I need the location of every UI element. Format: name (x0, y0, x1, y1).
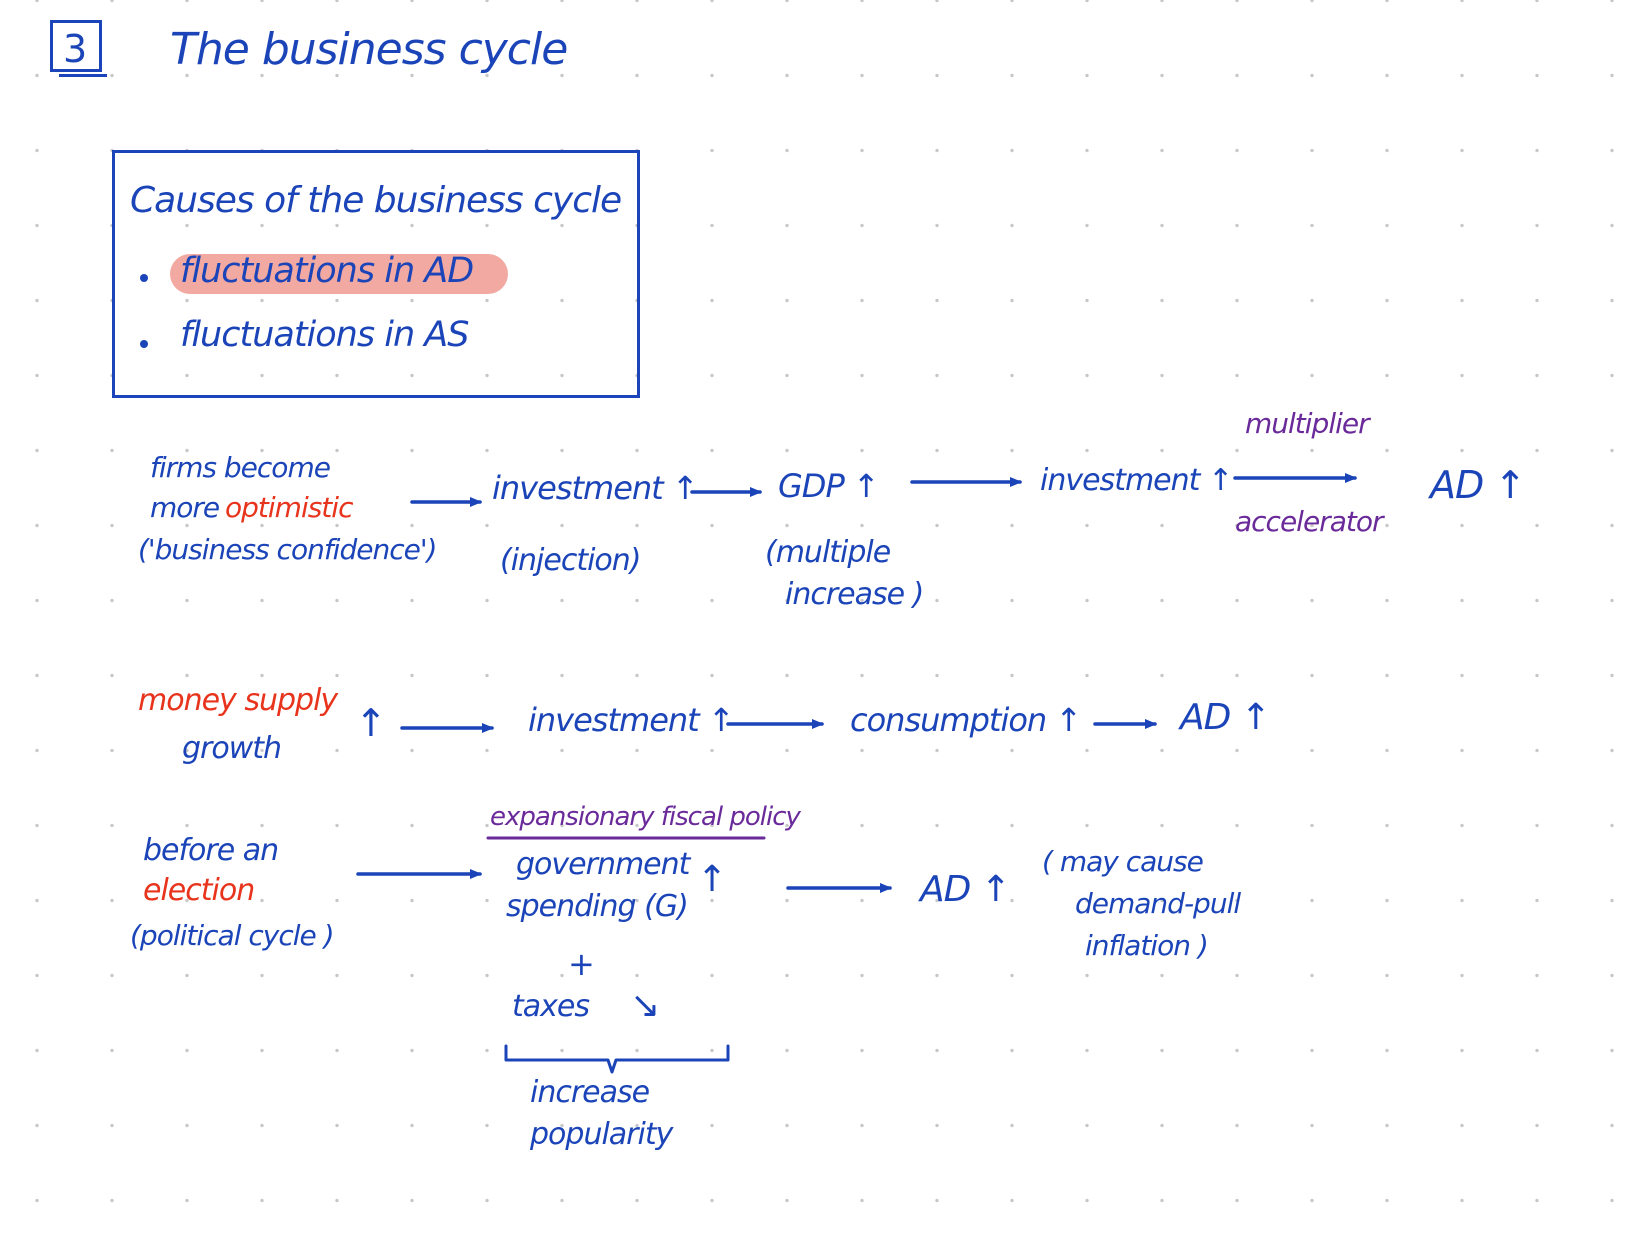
chain3-gov-up-arrow: ↑ (697, 859, 727, 900)
chain3-policy-label: expansionary fiscal policy (490, 802, 801, 832)
brace-icon (504, 1044, 730, 1074)
chain3-government: government (516, 847, 690, 882)
cause-item-as: fluctuations in AS (180, 315, 469, 355)
highlight-marker (170, 254, 508, 294)
chain3-note1: ( may cause (1042, 845, 1204, 878)
chain1-ad: AD ↑ (1430, 463, 1526, 507)
chain3-ad: AD ↑ (920, 869, 1011, 910)
chain3-increase: increase (530, 1075, 650, 1110)
bullet-icon (140, 340, 148, 348)
chain1-start-line3: ('business confidence') (138, 533, 437, 566)
chain1-gdp-note1: (multiple (765, 535, 891, 570)
chain2-money-supply: money supply (138, 683, 338, 718)
chain2-consumption: consumption ↑ (850, 701, 1082, 739)
chain1-optimistic: optimistic (225, 491, 353, 524)
section-number-box: 3 (50, 20, 107, 77)
page-title: The business cycle (170, 24, 568, 75)
chain3-before-an: before an (143, 833, 279, 868)
section-number: 3 (63, 27, 88, 71)
chain3-spending: spending (G) (506, 889, 689, 924)
chain2-investment: investment ↑ (528, 701, 735, 739)
chain1-multiplier: multiplier (1245, 407, 1370, 440)
chain3-popularity: popularity (530, 1117, 673, 1152)
chain1-investment2: investment ↑ (1040, 463, 1233, 498)
causes-heading: Causes of the business cycle (130, 180, 622, 221)
chain1-gdp-note2: increase ) (785, 577, 924, 612)
chain3-taxes-down-arrow: ↘ (630, 985, 660, 1026)
cause-item-ad: fluctuations in AD (180, 251, 474, 291)
chain1-injection: (injection) (500, 543, 642, 578)
chain1-gdp: GDP ↑ (778, 467, 880, 505)
chain3-note3: inflation ) (1085, 929, 1209, 962)
chain3-political-cycle: (political cycle ) (130, 919, 335, 952)
chain1-investment: investment ↑ (492, 469, 699, 507)
chain3-election: election (143, 873, 255, 908)
chain2-up-arrow: ↑ (355, 701, 387, 745)
causes-box (112, 150, 640, 398)
chain3-plus: + (568, 945, 595, 983)
chain2-ad: AD ↑ (1180, 697, 1271, 738)
chain1-start-line1: firms become (150, 451, 331, 484)
chain3-taxes: taxes (512, 989, 590, 1024)
chain1-accelerator: accelerator (1235, 505, 1383, 538)
chain2-growth: growth (182, 731, 282, 766)
chain1-start-line2-prefix: more (150, 491, 220, 524)
bullet-icon (140, 274, 148, 282)
chain3-note2: demand-pull (1075, 887, 1241, 920)
